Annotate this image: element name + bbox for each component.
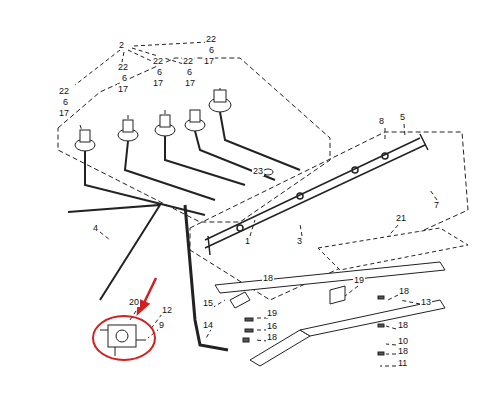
callout-number: 18 bbox=[398, 286, 410, 296]
screw bbox=[378, 324, 384, 327]
highlight-circle bbox=[93, 316, 155, 360]
surface-burner bbox=[190, 110, 200, 122]
manifold-pipe bbox=[382, 153, 388, 159]
callout-number: 17 bbox=[117, 84, 129, 94]
callout-number: 5 bbox=[399, 112, 406, 122]
callout-number: 10 bbox=[397, 336, 409, 346]
callout-number: 18 bbox=[266, 332, 278, 342]
callout-number: 7 bbox=[433, 200, 440, 210]
callout-number: 13 bbox=[420, 297, 432, 307]
screw bbox=[243, 338, 249, 342]
screw bbox=[245, 329, 253, 332]
surface-burner bbox=[214, 90, 226, 102]
callout-number: 17 bbox=[152, 78, 164, 88]
manifold-pipe bbox=[352, 167, 358, 173]
oven-supply-hose bbox=[185, 205, 228, 350]
gas-valve bbox=[108, 325, 136, 347]
callout-number: 19 bbox=[266, 308, 278, 318]
callout-number: 19 bbox=[353, 275, 365, 285]
burner-panel-outline bbox=[58, 58, 330, 222]
gas-tube bbox=[68, 205, 160, 300]
manifold-pipe bbox=[237, 225, 243, 231]
callout-number: 6 bbox=[186, 67, 193, 77]
gas-valve bbox=[100, 325, 146, 356]
callout-number: 6 bbox=[208, 45, 215, 55]
gas-valve bbox=[116, 330, 128, 342]
callout-number: 17 bbox=[184, 78, 196, 88]
burner-tube bbox=[220, 112, 300, 170]
burner-panel-outline bbox=[58, 58, 330, 222]
burner-tube bbox=[85, 112, 300, 215]
callout-number: 15 bbox=[202, 298, 214, 308]
highlight-circle bbox=[93, 316, 155, 360]
surface-burner bbox=[123, 120, 133, 132]
surface-burner bbox=[160, 115, 170, 127]
callout-number: 20 bbox=[128, 297, 140, 307]
callout-number: 23 bbox=[252, 166, 264, 176]
callout-number: 9 bbox=[158, 320, 165, 330]
oven-burner bbox=[215, 262, 445, 366]
callout-number: 17 bbox=[203, 56, 215, 66]
gas-tube bbox=[68, 205, 160, 300]
screw bbox=[243, 296, 384, 355]
callout-number: 6 bbox=[156, 67, 163, 77]
leader-line bbox=[100, 124, 437, 240]
callout-number: 21 bbox=[395, 213, 407, 223]
surface-burner bbox=[80, 130, 90, 142]
manifold-outline bbox=[190, 132, 468, 300]
highlight-arrow bbox=[143, 278, 156, 305]
callout-number: 1 bbox=[244, 236, 251, 246]
leader-line bbox=[80, 88, 220, 140]
callout-number: 6 bbox=[62, 97, 69, 107]
callout-number: 22 bbox=[58, 86, 70, 96]
callout-number: 12 bbox=[161, 305, 173, 315]
callout-number: 16 bbox=[266, 321, 278, 331]
callout-number: 8 bbox=[378, 116, 385, 126]
callout-number: 4 bbox=[92, 223, 99, 233]
callout-number: 22 bbox=[117, 62, 129, 72]
callout-number: 2 bbox=[118, 40, 125, 50]
callout-number: 18 bbox=[397, 320, 409, 330]
callout-number: 22 bbox=[152, 56, 164, 66]
oven-burner bbox=[230, 292, 250, 308]
callout-number: 22 bbox=[182, 56, 194, 66]
heat-shield bbox=[318, 228, 468, 270]
heat-shield bbox=[318, 228, 468, 270]
callout-number: 17 bbox=[58, 108, 70, 118]
gas-valve bbox=[100, 330, 146, 356]
screw bbox=[378, 296, 384, 299]
screw bbox=[245, 318, 253, 321]
oven-supply-hose bbox=[185, 205, 228, 350]
callout-number: 3 bbox=[296, 236, 303, 246]
callout-number: 18 bbox=[262, 273, 274, 283]
callout-number: 18 bbox=[397, 346, 409, 356]
grommet bbox=[263, 169, 273, 175]
oven-burner bbox=[330, 286, 345, 304]
oven-burner bbox=[250, 330, 310, 366]
grommet bbox=[263, 169, 273, 175]
callout-number: 11 bbox=[397, 358, 408, 368]
manifold-pipe bbox=[297, 193, 303, 199]
screw bbox=[378, 352, 384, 355]
highlight-arrow bbox=[138, 278, 156, 313]
callout-number: 6 bbox=[121, 73, 128, 83]
leader-line bbox=[205, 326, 396, 366]
manifold-outline bbox=[190, 132, 468, 300]
callout-number: 22 bbox=[205, 34, 217, 44]
surface-burner bbox=[75, 90, 231, 151]
callout-number: 14 bbox=[202, 320, 214, 330]
oven-burner bbox=[215, 262, 445, 293]
